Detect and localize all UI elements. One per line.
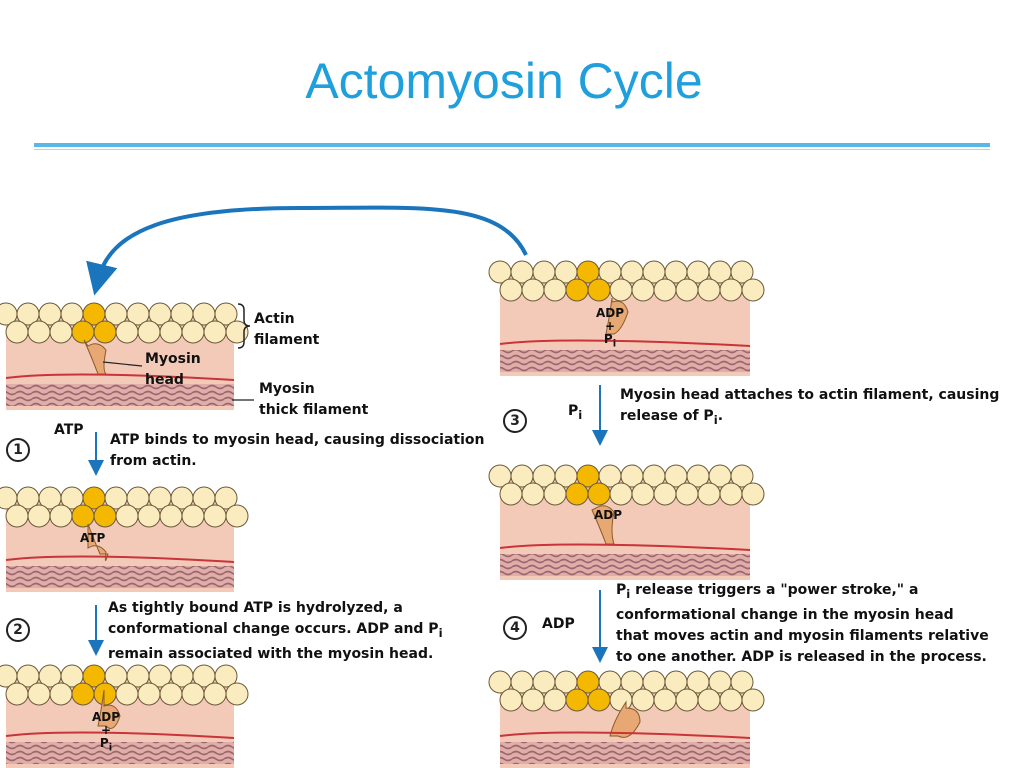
step-3-number: 3 [503,409,527,433]
adp-tag: ADP [542,616,575,632]
atp-in-panel-label: ATP [80,531,106,545]
cycle-return-arrow [86,205,528,296]
atp-tag: ATP [54,422,84,438]
panel-power-stroke [488,670,765,768]
panel-rest [0,302,249,410]
step-4-number: 4 [503,616,527,640]
step-1-number: 1 [6,438,30,462]
panel-pi-released [488,464,765,580]
adp-in-panel-label: ADP [594,508,623,522]
title-divider-thin [34,149,990,150]
adp-pi-label-top: ADP+ Pi [596,306,625,350]
step-1-text: ATP binds to myosin head, causing dissoc… [110,432,485,469]
panel-attached [488,260,765,376]
title-divider [34,143,990,147]
step-2-text: As tightly bound ATP is hydrolyzed, a co… [108,600,443,662]
page-title: Actomyosin Cycle [305,53,703,109]
pi-tag: Pi [568,403,583,422]
actin-brace [237,303,251,349]
panel-adp-pi [0,664,249,768]
panel-atp [0,486,249,592]
adp-pi-label-panel2: ADP+ Pi [92,710,121,754]
step-3-text: Myosin head attaches to actin filament, … [620,387,1000,427]
myosin-head-leader [102,361,143,367]
step-4-text: Pi release triggers a "power stroke," a … [616,582,989,665]
step-2-number: 2 [6,618,30,642]
